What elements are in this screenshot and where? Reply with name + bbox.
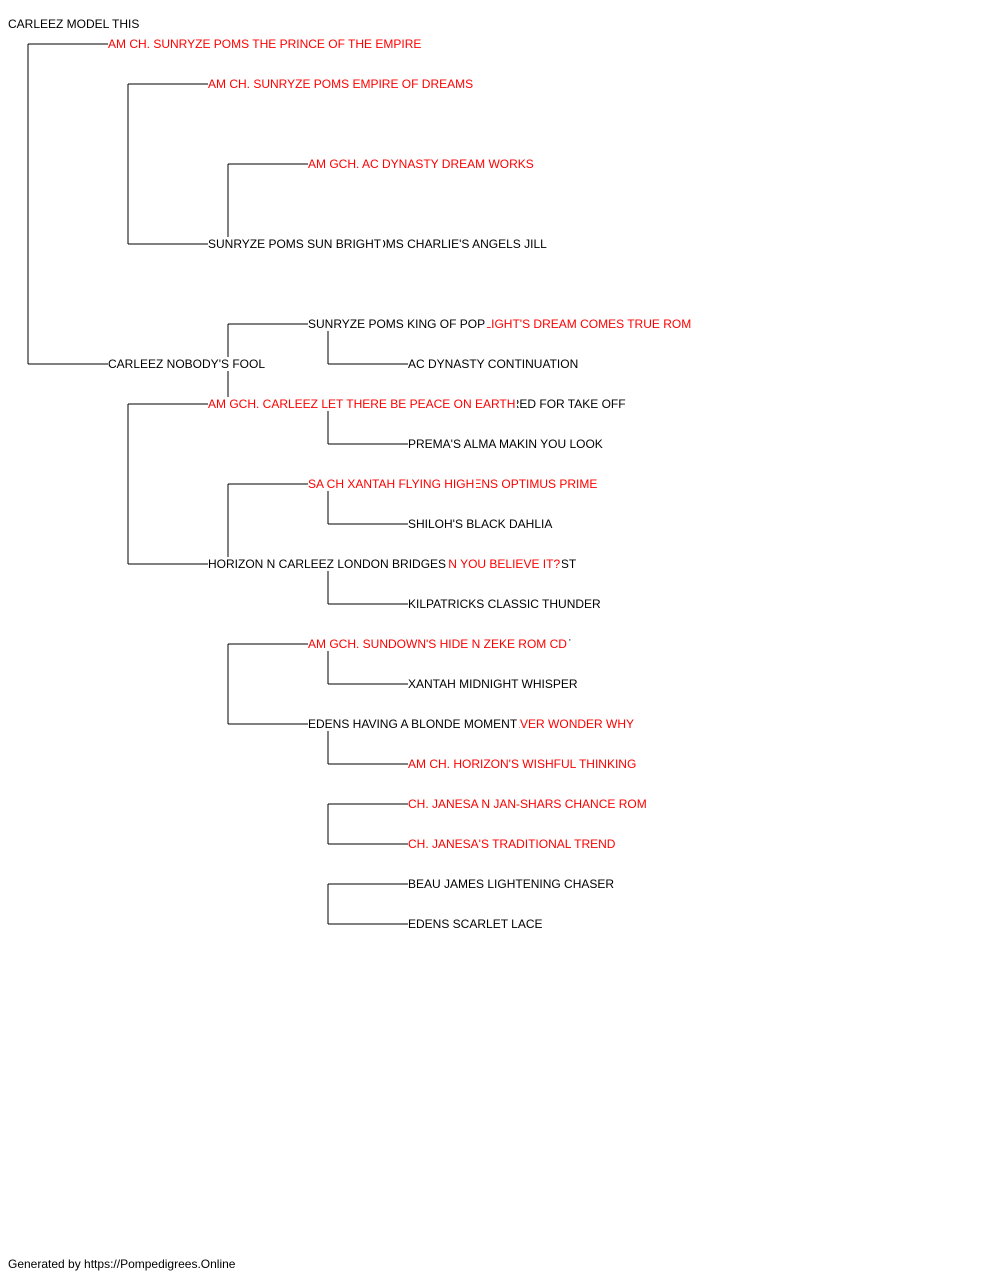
dog-name-gen4: EDENS SCARLET LACE xyxy=(408,917,545,931)
dog-name-gen2: AM GCH. CARLEEZ LET THERE BE PEACE ON EA… xyxy=(208,397,518,411)
dog-name-gen4: AC DYNASTY CONTINUATION xyxy=(408,357,581,371)
dog-name-gen3: EDENS HAVING A BLONDE MOMENT xyxy=(308,717,520,731)
dog-name-gen1: AM CH. SUNRYZE POMS THE PRINCE OF THE EM… xyxy=(108,37,424,51)
dog-name-gen4: BEAU JAMES LIGHTENING CHASER xyxy=(408,877,617,891)
dog-name-gen0: CARLEEZ MODEL THIS xyxy=(8,17,142,31)
dog-name-gen3: SUNRYZE POMS KING OF POP xyxy=(308,317,488,331)
dog-name-gen2: SUNRYZE POMS SUN BRIGHT xyxy=(208,237,384,251)
dog-name-gen2: HORIZON N CARLEEZ LONDON BRIDGES xyxy=(208,557,449,571)
dog-name-gen4: AM CH. HORIZON'S WISHFUL THINKING xyxy=(408,757,639,771)
dog-name-gen3: SA CH XANTAH FLYING HIGH xyxy=(308,477,477,491)
dog-name-gen2: AM CH. SUNRYZE POMS EMPIRE OF DREAMS xyxy=(208,77,476,91)
dog-name-gen3: AM GCH. SUNDOWN'S HIDE N ZEKE ROM CD xyxy=(308,637,569,651)
generated-by-footer: Generated by https://Pompedigrees.Online xyxy=(8,1257,236,1271)
dog-name-gen4: CH. JANESA'S TRADITIONAL TREND xyxy=(408,837,618,851)
dog-name-gen4: PREMA'S ALMA MAKIN YOU LOOK xyxy=(408,437,605,451)
dog-name-gen4: SHILOH'S BLACK DAHLIA xyxy=(408,517,555,531)
dog-name-gen1: CARLEEZ NOBODY'S FOOL xyxy=(108,357,267,371)
dog-name-gen3: AM GCH. AC DYNASTY DREAM WORKS xyxy=(308,157,536,171)
dog-name-gen4: KILPATRICKS CLASSIC THUNDER xyxy=(408,597,603,611)
dog-name-gen4: CH. JANESA N JAN-SHARS CHANCE ROM xyxy=(408,797,649,811)
dog-name-gen4: XANTAH MIDNIGHT WHISPER xyxy=(408,677,580,691)
